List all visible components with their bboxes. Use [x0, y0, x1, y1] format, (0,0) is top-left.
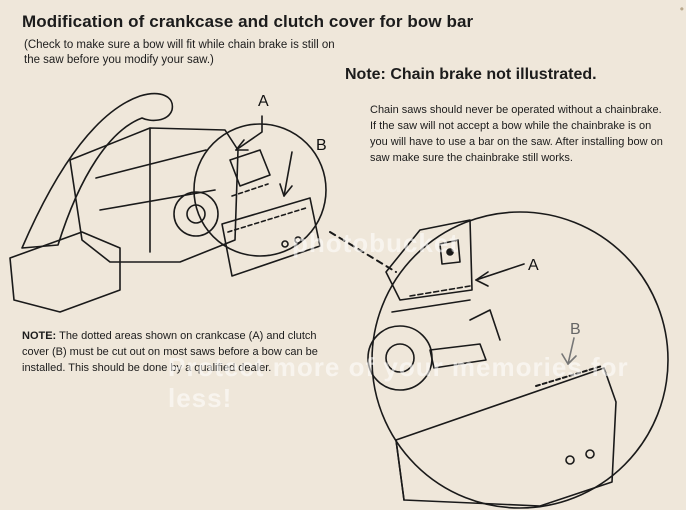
detail-circle-small [193, 123, 327, 257]
watermark-line-2: Protect more of your memories for less! [168, 352, 629, 413]
saw-body [69, 127, 239, 263]
cutout-note-lead: NOTE: [22, 330, 57, 342]
corner-mark: • [679, 2, 684, 16]
cutout-note-body: The dotted areas shown on crankcase (A) … [22, 330, 318, 374]
sprocket [173, 191, 219, 237]
clutch-cover-small [221, 197, 321, 277]
saw-rear-handle [9, 231, 121, 313]
label-a-large: A [528, 257, 539, 274]
chain-brake-note-body: Chain saws should never be operated with… [370, 104, 663, 164]
arrow-a-large [475, 263, 525, 281]
label-b-large: B [570, 321, 581, 338]
page-subtitle: (Check to make sure a bow will fit while… [24, 39, 335, 66]
saw-handle [21, 92, 174, 249]
page-title: Modification of crankcase and clutch cov… [22, 12, 474, 31]
cutout-note: NOTE: The dotted areas shown on crankcas… [22, 328, 322, 376]
chain-brake-note-heading: Note: Chain brake not illustrated. [345, 66, 597, 83]
label-b-small: B [316, 137, 327, 154]
label-a-small: A [258, 93, 269, 110]
arrow-a-small [235, 115, 263, 151]
detail-circle-large [371, 211, 669, 509]
zoom-connector [329, 231, 397, 273]
arrow-b-small [283, 151, 293, 197]
watermark-line-1: photobucket [292, 228, 459, 258]
arrow-b-large [567, 337, 575, 365]
